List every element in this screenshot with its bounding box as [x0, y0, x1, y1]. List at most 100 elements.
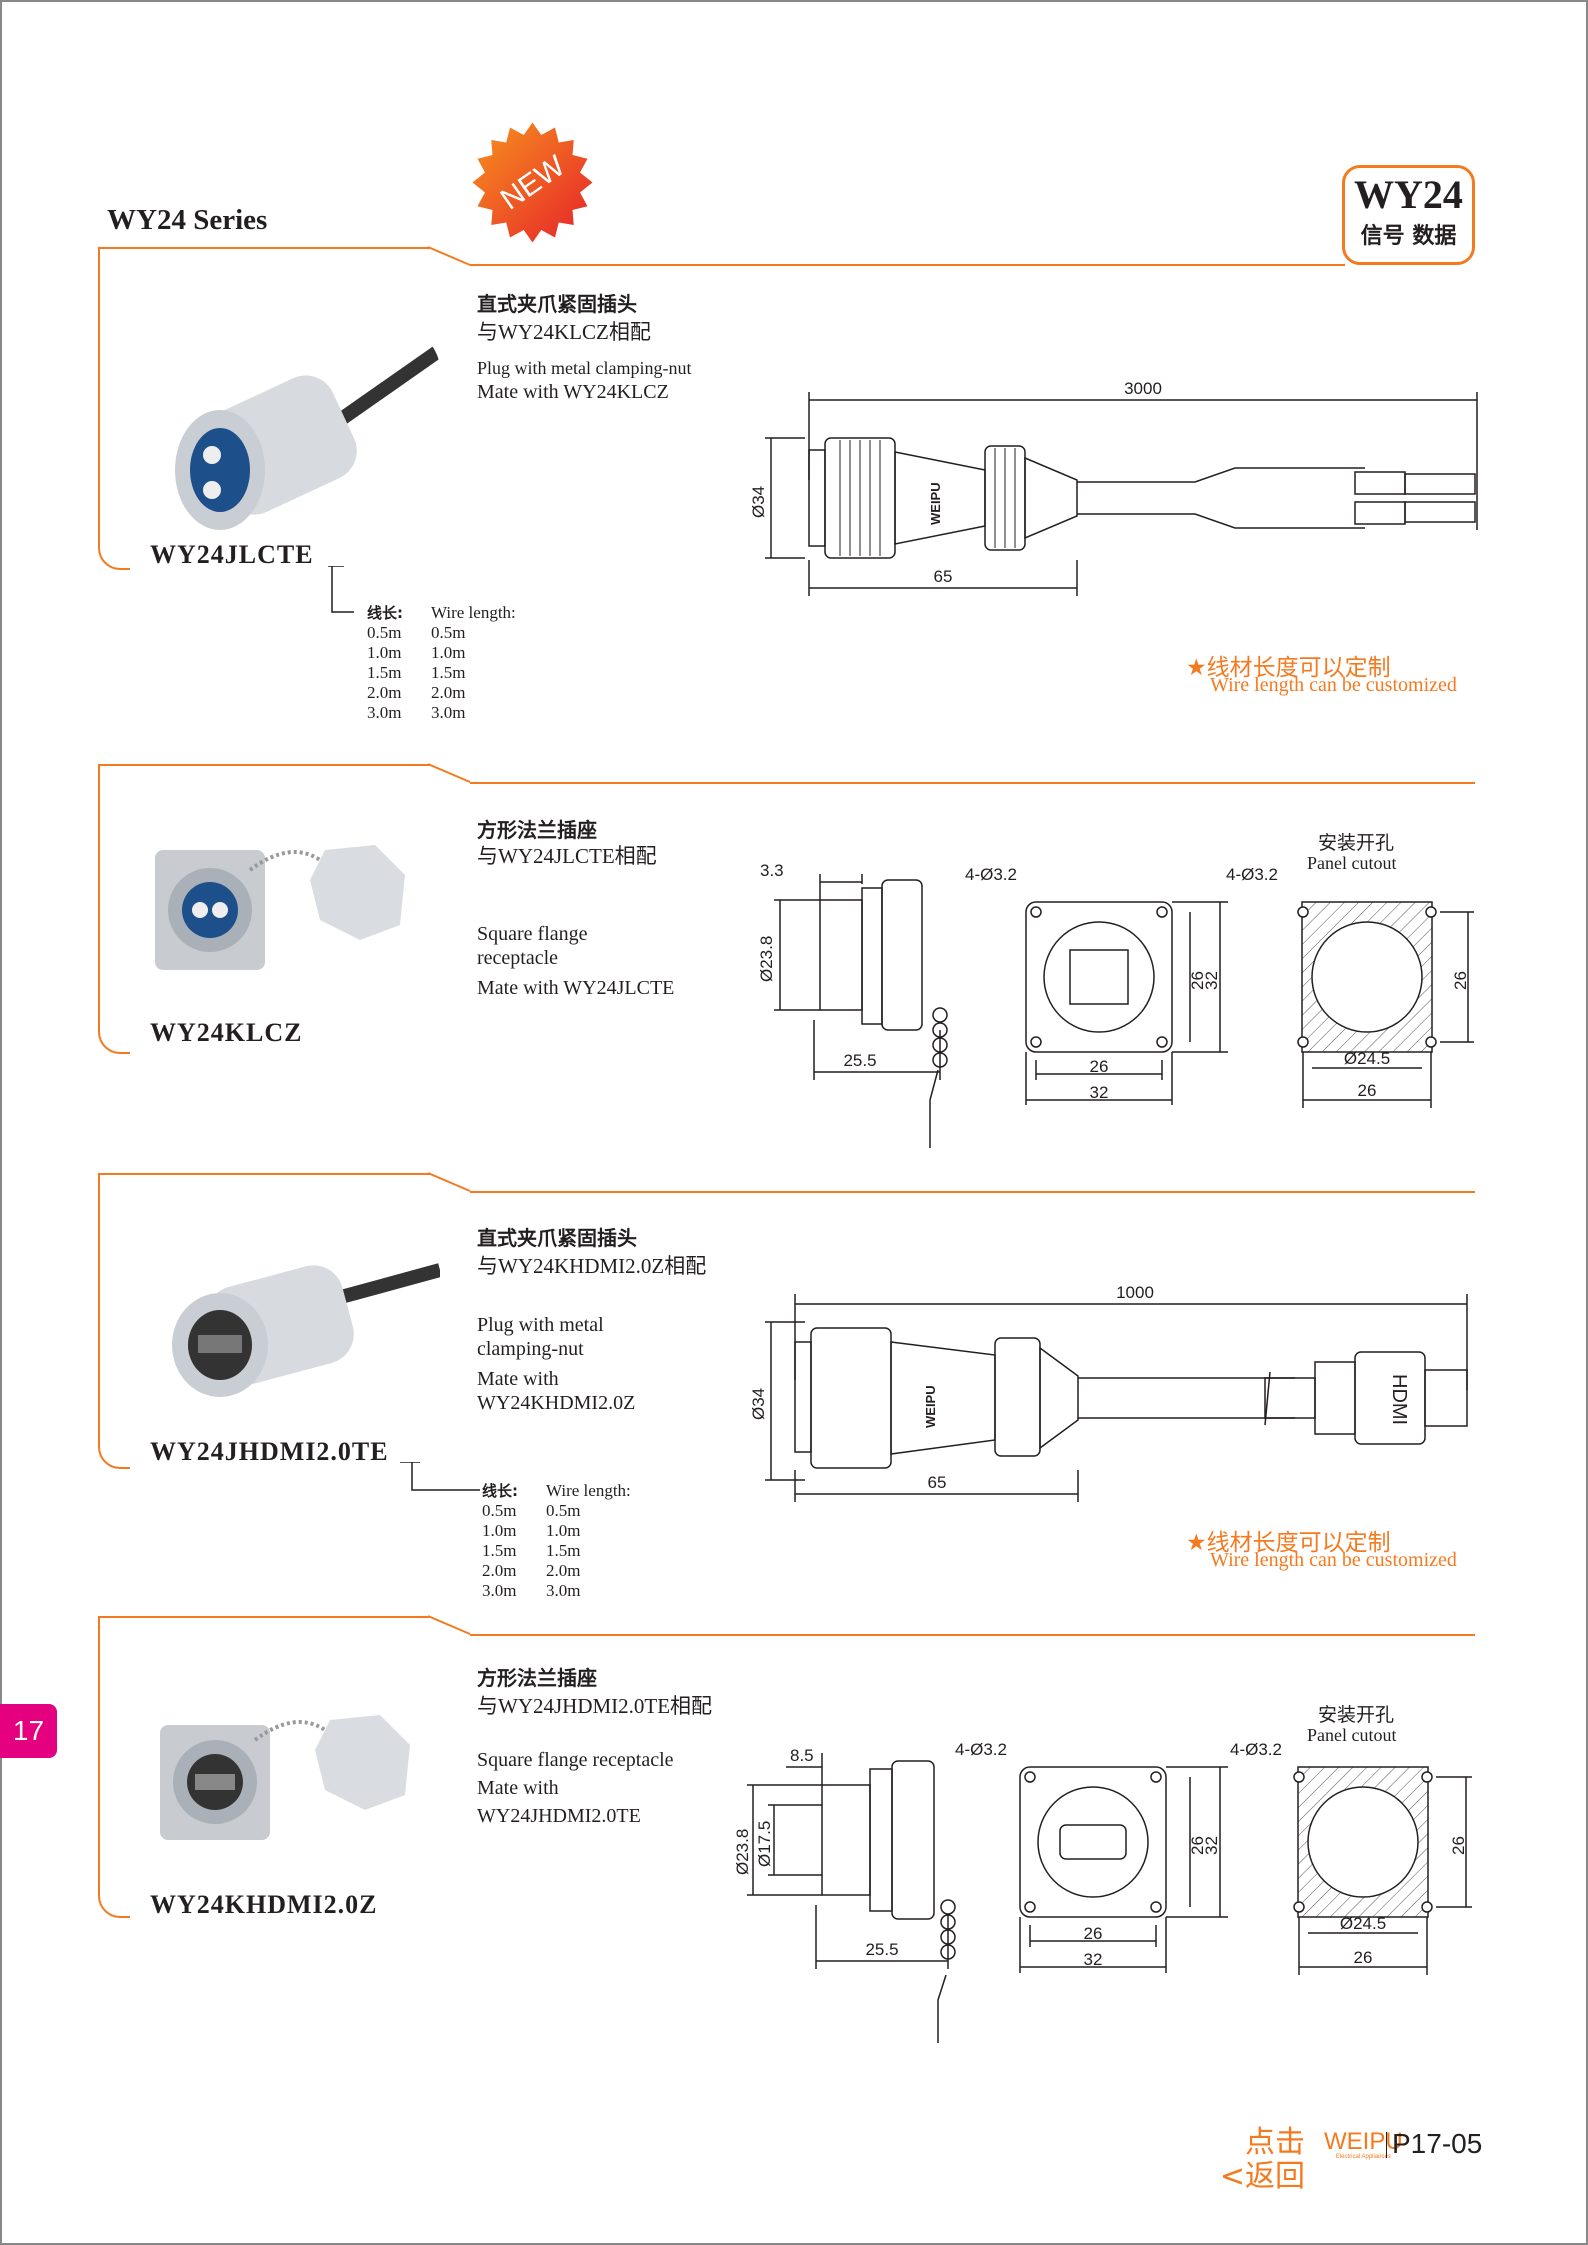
dim-cutout-height: 26: [1451, 971, 1470, 990]
plug-drawing-lc: 3000 Ø34 65 WEIPU: [749, 380, 1478, 596]
wire-length-table: 线长: Wire length: 0.5m 0.5m 1.0m 1.0m 1.5m 1.…: [480, 1480, 659, 1602]
dim-cutout-width: 26: [1354, 1948, 1373, 1967]
product-title-cn: 直式夹爪紧固插头: [477, 1226, 637, 1250]
dim-body: 65: [934, 567, 953, 586]
dim-diameter: Ø34: [749, 1388, 768, 1420]
back-link-line1: 点击: [1245, 2125, 1305, 2160]
custom-note-en: Wire length can be customized: [1210, 1549, 1457, 1571]
wire-length: 1.0m: [367, 643, 402, 662]
dim-cutout-holes: 4-Ø3.2: [1226, 865, 1278, 884]
weipu-logo-sub: Electrical Appliances: [1335, 2154, 1391, 2160]
desc-line: clamping-nut: [477, 1338, 584, 1360]
wire-length: 0.5m: [431, 623, 466, 642]
wire-length: 0.5m: [546, 1501, 581, 1520]
desc-line: Square flange receptacle: [477, 1749, 674, 1771]
divider: [100, 1173, 430, 1175]
wire-length: 1.0m: [482, 1521, 517, 1540]
wire-length: 1.5m: [546, 1541, 581, 1560]
back-link-line2: <返回: [1219, 2159, 1305, 2194]
leader-line: [328, 566, 354, 613]
desc-line: Mate with: [477, 1368, 559, 1390]
product-mate-cn: 与WY24JLCTE相配: [477, 844, 657, 868]
dim-cutout-diameter: Ø24.5: [1340, 1914, 1386, 1933]
dim-length: 1000: [1116, 1283, 1154, 1302]
dim-length: 3000: [1124, 380, 1162, 398]
receptacle-drawing-lc: 3.3 Ø23.8 25.5 4-Ø3.2 26 32 26 32 4-Ø3.2…: [757, 861, 1474, 1148]
dim-cutout-height: 26: [1449, 1836, 1468, 1855]
desc-line: receptacle: [477, 947, 559, 969]
wire-length: 1.0m: [546, 1521, 581, 1540]
dim-outer-vertical: 32: [1202, 1836, 1221, 1855]
section-bracket: [98, 1616, 130, 1918]
wire-length: 1.0m: [431, 643, 466, 662]
dim-cutout-width: 26: [1358, 1081, 1377, 1100]
product-photo-receptacle: [155, 845, 405, 970]
product-title-cn: 直式夹爪紧固插头: [477, 292, 637, 316]
section-bracket: [98, 764, 130, 1054]
dim-flange: 8.5: [790, 1746, 814, 1765]
product-photo-hdmi-plug: [172, 1263, 440, 1397]
dim-cutout-holes: 4-Ø3.2: [1230, 1740, 1282, 1759]
model-number: WY24JHDMI2.0TE: [150, 1437, 389, 1466]
desc-line: Square flange: [477, 923, 588, 945]
wire-length: 2.0m: [546, 1561, 581, 1580]
receptacle-drawing-hdmi: 8.5 Ø23.8 Ø17.5 25.5 4-Ø3.2 26 32 26 32 …: [733, 1740, 1472, 2043]
divider: [100, 247, 430, 249]
model-number: WY24KLCZ: [150, 1018, 303, 1047]
desc-line: WY24JHDMI2.0TE: [477, 1805, 641, 1827]
dim-outer: 32: [1084, 1950, 1103, 1969]
wire-length: 3.0m: [431, 703, 466, 722]
dim-flange: 3.3: [760, 861, 784, 880]
custom-note-cn: ★线材长度可以定制: [1186, 1530, 1391, 1556]
wire-length: 0.5m: [367, 623, 402, 642]
wire-length: 1.5m: [431, 663, 466, 682]
desc-line: Mate with WY24KLCZ: [477, 381, 669, 403]
wire-length: 3.0m: [546, 1581, 581, 1600]
product-desc-en: Square flange receptacle Mate with WY24J…: [477, 1746, 674, 1830]
page-number: P17-05: [1392, 2128, 1483, 2159]
dim-inner: 26: [1090, 1057, 1109, 1076]
panel-cutout-label-cn: 安装开孔: [1318, 1704, 1395, 1726]
series-title: WY24 Series: [107, 204, 268, 236]
dim-inner-vertical: 26: [1188, 1836, 1207, 1855]
weipu-logo: WEIPU Electrical Appliances: [1324, 2128, 1403, 2161]
plug-drawing-hdmi: 1000 Ø34 65 WEIPU HDMI: [749, 1283, 1468, 1502]
wire-length: 1.5m: [367, 663, 402, 682]
model-number: WY24KHDMI2.0Z: [150, 1890, 378, 1919]
wire-length-label-en: Wire length:: [546, 1481, 631, 1500]
dim-mount-holes: 4-Ø3.2: [965, 865, 1017, 884]
hdmi-plug-label: HDMI: [1388, 1374, 1410, 1425]
divider-bend: [428, 246, 471, 266]
wire-length: 0.5m: [482, 1501, 517, 1520]
wire-length: 1.5m: [482, 1541, 517, 1560]
custom-note-en: Wire length can be customized: [1210, 674, 1457, 696]
wire-length: 2.0m: [482, 1561, 517, 1580]
dim-diameter: Ø34: [749, 486, 768, 518]
divider: [470, 264, 1345, 266]
divider-bend: [428, 1172, 471, 1192]
desc-line: WY24KHDMI2.0Z: [477, 1392, 636, 1414]
product-photo-hdmi-receptacle: [160, 1715, 410, 1840]
dim-inner: 26: [1084, 1924, 1103, 1943]
wire-length: 2.0m: [367, 683, 402, 702]
desc-line: Mate with: [477, 1777, 559, 1799]
brand-code: WY24: [1354, 172, 1463, 217]
dim-diameter-inner: Ø17.5: [755, 1821, 774, 1867]
product-desc-en: Plug with metal clamping-nut Mate with W…: [477, 1313, 635, 1415]
divider: [100, 1616, 430, 1618]
weipu-logo-mark: WEIPU: [923, 1385, 938, 1428]
section-bracket: [98, 1173, 130, 1469]
wire-length-label-cn: 线长:: [482, 1482, 518, 1500]
dim-diameter: Ø23.8: [733, 1829, 752, 1875]
back-link[interactable]: 点击 <返回: [1215, 2126, 1305, 2194]
custom-note-cn: ★线材长度可以定制: [1186, 655, 1391, 681]
weipu-logo-text: WEIPU: [1324, 2128, 1403, 2155]
series-brand-box: WY24 信号 数据: [1342, 165, 1475, 265]
dim-inner-vertical: 26: [1188, 971, 1207, 990]
dim-cutout-diameter: Ø24.5: [1344, 1049, 1390, 1068]
product-title-cn: 方形法兰插座: [477, 1666, 597, 1690]
product-mate-cn: 与WY24JHDMI2.0TE相配: [477, 1694, 713, 1718]
dim-depth: 25.5: [843, 1051, 876, 1070]
